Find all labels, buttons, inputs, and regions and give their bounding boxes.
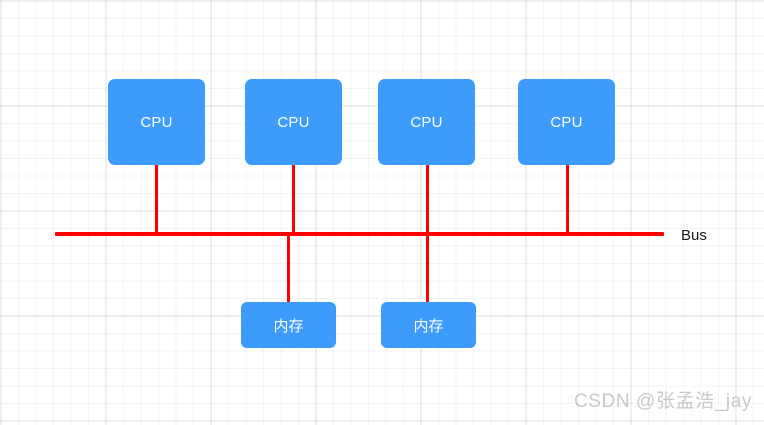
connector-bus-to-memory-2: [426, 234, 429, 304]
node-cpu-1[interactable]: CPU: [108, 79, 205, 165]
node-memory-2-label: 内存: [413, 317, 444, 335]
node-cpu-2[interactable]: CPU: [245, 79, 342, 165]
node-cpu-3-label: CPU: [410, 113, 443, 131]
connector-cpu-3-to-bus: [426, 163, 429, 234]
node-cpu-4-label: CPU: [550, 113, 583, 131]
node-cpu-3[interactable]: CPU: [378, 79, 475, 165]
node-memory-1-label: 内存: [273, 317, 304, 335]
node-cpu-4[interactable]: CPU: [518, 79, 615, 165]
bus-line: [55, 232, 664, 236]
bus-label: Bus: [681, 227, 707, 244]
node-cpu-1-label: CPU: [140, 113, 173, 131]
node-cpu-2-label: CPU: [277, 113, 310, 131]
connector-cpu-2-to-bus: [292, 163, 295, 234]
node-memory-1[interactable]: 内存: [241, 302, 336, 348]
connector-bus-to-memory-1: [287, 234, 290, 304]
connector-cpu-1-to-bus: [155, 163, 158, 234]
node-memory-2[interactable]: 内存: [381, 302, 476, 348]
connector-cpu-4-to-bus: [566, 163, 569, 234]
watermark: CSDN @张孟浩_jay: [573, 391, 752, 412]
